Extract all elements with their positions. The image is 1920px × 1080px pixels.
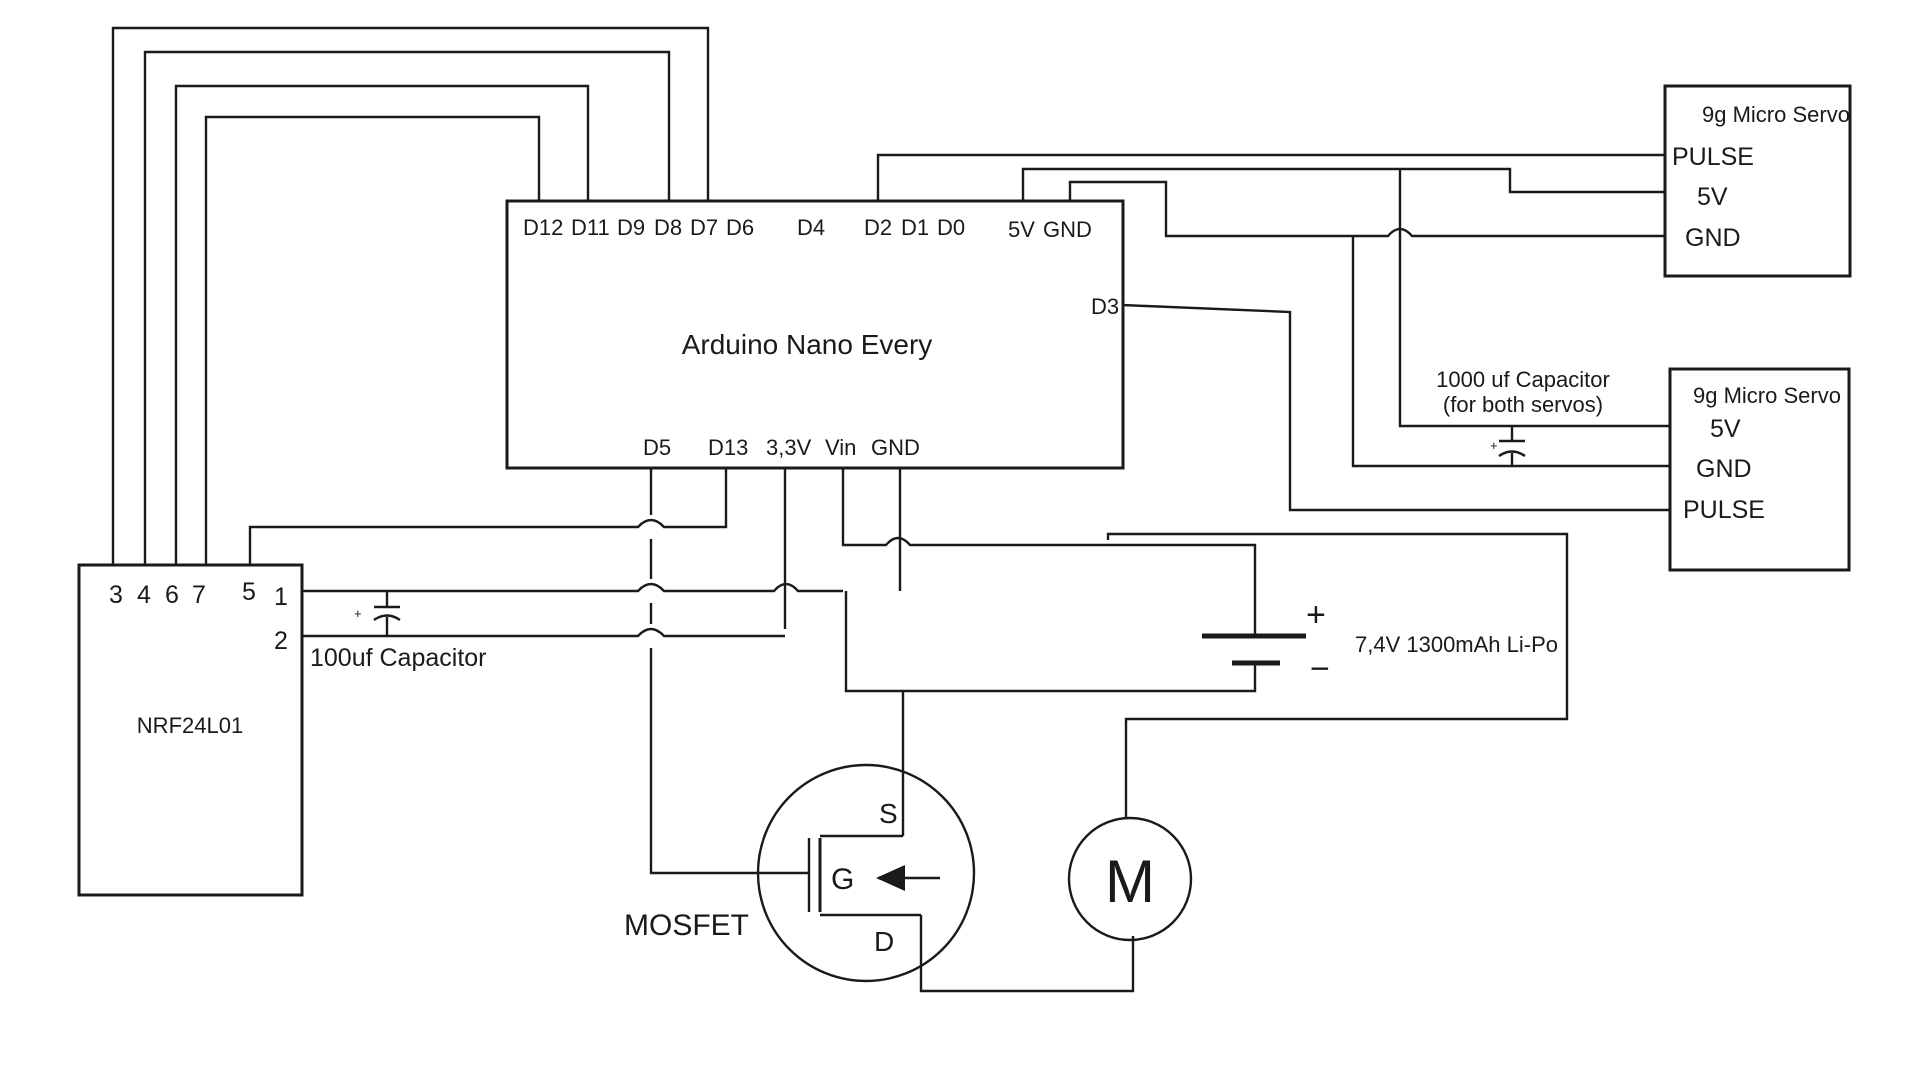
wire-nrf3-d7 [111, 26, 710, 565]
pin-gnd-bottom: GND [871, 435, 920, 460]
pin-vin: Vin [825, 435, 856, 460]
nrf-pin-4: 4 [137, 581, 151, 609]
battery: + − 7,4V 1300mAh Li-Po [1202, 596, 1558, 688]
pin-d11: D11 [571, 215, 610, 240]
mosfet-gate-label: G [831, 863, 854, 896]
servo2-pin-pulse: PULSE [1683, 496, 1765, 524]
capacitor-small-polarity: + [354, 606, 362, 621]
pin-d2: D2 [864, 215, 892, 240]
wire-gnd-loop [844, 591, 1257, 693]
servo2-title: 9g Micro Servo [1693, 383, 1841, 408]
motor-symbol: M [1105, 848, 1155, 915]
capacitor-100uf: + 100uf Capacitor [310, 605, 487, 672]
mosfet-source-label: S [879, 798, 898, 829]
wire-5v-servo1 [1021, 167, 1665, 200]
pin-5v: 5V [1008, 217, 1035, 242]
pin-d13: D13 [708, 435, 748, 460]
pin-d1: D1 [901, 215, 929, 240]
wire-gnd-servo1 [1068, 180, 1665, 238]
mosfet-label: MOSFET [624, 909, 749, 942]
wire-nrf2-gnd [300, 627, 785, 638]
mosfet-body [756, 763, 976, 983]
arduino-bottom-pins: D5 D13 3,3V Vin GND [643, 435, 920, 460]
wire-nrf5-d13 [248, 468, 728, 565]
capacitor-large-label-1: 1000 uf Capacitor [1436, 367, 1610, 392]
nrf-pin-7: 7 [192, 581, 206, 609]
wire-d2-servo1-pulse [876, 153, 1665, 200]
wire-motor-drain [919, 915, 1135, 993]
capacitor-small-label: 100uf Capacitor [310, 644, 487, 672]
pin-d12: D12 [523, 215, 563, 240]
pin-3v3: 3,3V [766, 435, 812, 460]
wire-d3-servo2-pulse [1121, 303, 1670, 512]
motor-body [1067, 816, 1193, 942]
nrf-title: NRF24L01 [137, 713, 243, 738]
servo2-pin-gnd: GND [1696, 455, 1752, 483]
pin-d5: D5 [643, 435, 671, 460]
arduino-top-pins: D12 D11 D9 D8 D7 D6 D4 D2 D1 D0 5V GND [523, 215, 1092, 242]
nrf-pin-5: 5 [242, 578, 256, 606]
nrf-module: NRF24L01 3 4 6 7 5 1 2 [77, 563, 304, 897]
servo1-pin-5v: 5V [1697, 183, 1728, 211]
servo1-pin-pulse: PULSE [1672, 143, 1754, 171]
nrf-pin-1: 1 [274, 583, 288, 611]
wire-battery-motor [1106, 532, 1569, 818]
battery-label: 7,4V 1300mAh Li-Po [1355, 632, 1558, 657]
wire-nrf4-d8 [143, 50, 671, 565]
servo1-title: 9g Micro Servo [1702, 102, 1850, 127]
wire-vin-battery [841, 468, 1257, 636]
pin-d0: D0 [937, 215, 965, 240]
pin-d6: D6 [726, 215, 754, 240]
nrf-pin-3: 3 [109, 581, 123, 609]
capacitor-large-polarity: + [1490, 438, 1498, 453]
servo-1: 9g Micro Servo PULSE 5V GND [1663, 84, 1852, 278]
mosfet-drain-label: D [874, 926, 894, 957]
capacitor-1000uf: + 1000 uf Capacitor (for both servos) [1436, 367, 1610, 458]
pin-d7: D7 [690, 215, 718, 240]
battery-plus: + [1306, 596, 1326, 634]
wire-gnd-servo2 [1351, 236, 1670, 468]
wire-5v-servo2 [1398, 169, 1670, 428]
battery-minus: − [1310, 650, 1330, 688]
pin-d9: D9 [617, 215, 645, 240]
capacitor-large-plate-bottom [1498, 450, 1526, 458]
capacitor-plate-bottom [373, 614, 401, 622]
arduino-board: Arduino Nano Every D12 D11 D9 D8 D7 D6 D… [505, 199, 1125, 470]
pin-d8: D8 [654, 215, 682, 240]
servo2-pin-5v: 5V [1710, 415, 1741, 443]
wire-nrf6-d11 [174, 84, 590, 565]
motor: M [1067, 816, 1193, 942]
servo-2: 9g Micro Servo 5V GND PULSE [1668, 367, 1851, 572]
servo1-pin-gnd: GND [1685, 224, 1741, 252]
wire-gate-in [649, 648, 809, 875]
nrf-pin-6: 6 [165, 581, 179, 609]
wire-nrf1-3v3 [300, 582, 843, 593]
wires [111, 26, 1670, 993]
arduino-title: Arduino Nano Every [682, 329, 933, 360]
pin-d4: D4 [797, 215, 825, 240]
mosfet: G S D MOSFET [624, 763, 976, 983]
capacitor-large-label-2: (for both servos) [1443, 392, 1603, 417]
nrf-pin-2: 2 [274, 627, 288, 655]
wire-nrf7-d12 [204, 115, 541, 565]
mosfet-arrow-head [876, 865, 905, 891]
pin-gnd-top: GND [1043, 217, 1092, 242]
pin-d3: D3 [1091, 294, 1119, 319]
